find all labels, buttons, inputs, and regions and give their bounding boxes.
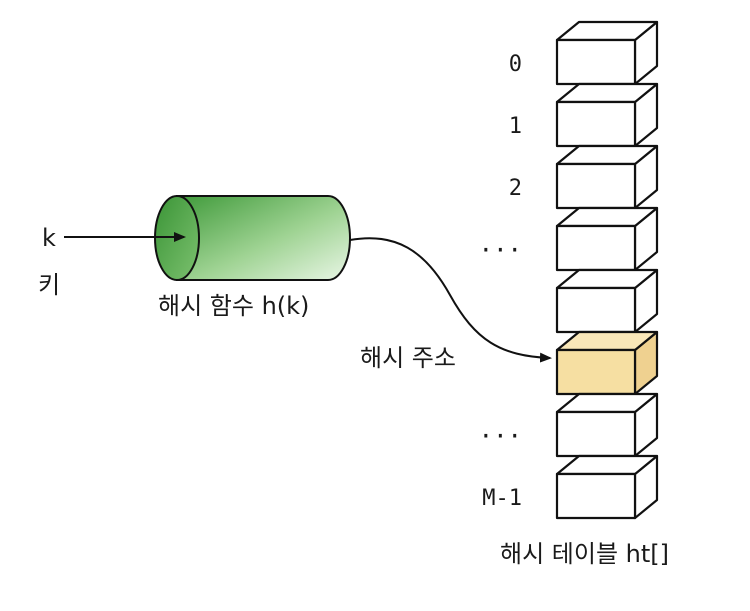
hash-slot-highlighted [555,330,659,396]
slot-index-label: ··· [479,236,522,264]
hash-slot [555,82,659,148]
hash-address-label: 해시 주소 [360,344,456,372]
slot-index-label: 2 [509,176,522,201]
hash-slot [555,20,659,86]
hash-table-label: 해시 테이블 ht[] [500,540,669,568]
slot-index-label: ··· [479,422,522,450]
hash-slot [555,454,659,520]
hash-slot [555,206,659,272]
hash-function-cylinder [64,195,351,281]
slot-index-label: M-1 [482,486,522,511]
slot-index-label: 1 [509,114,522,139]
hash-slot [555,144,659,210]
hash-address-arrow [349,237,552,363]
hash-table: 0 1 2 ··· ··· M-1 [479,20,659,520]
key-symbol: k [42,224,56,252]
slot-index-label: 0 [509,52,522,77]
hash-function-label: 해시 함수 h(k) [158,292,309,320]
hash-slot [555,392,659,458]
key-label: 키 [38,271,60,299]
hash-slot [555,268,659,334]
